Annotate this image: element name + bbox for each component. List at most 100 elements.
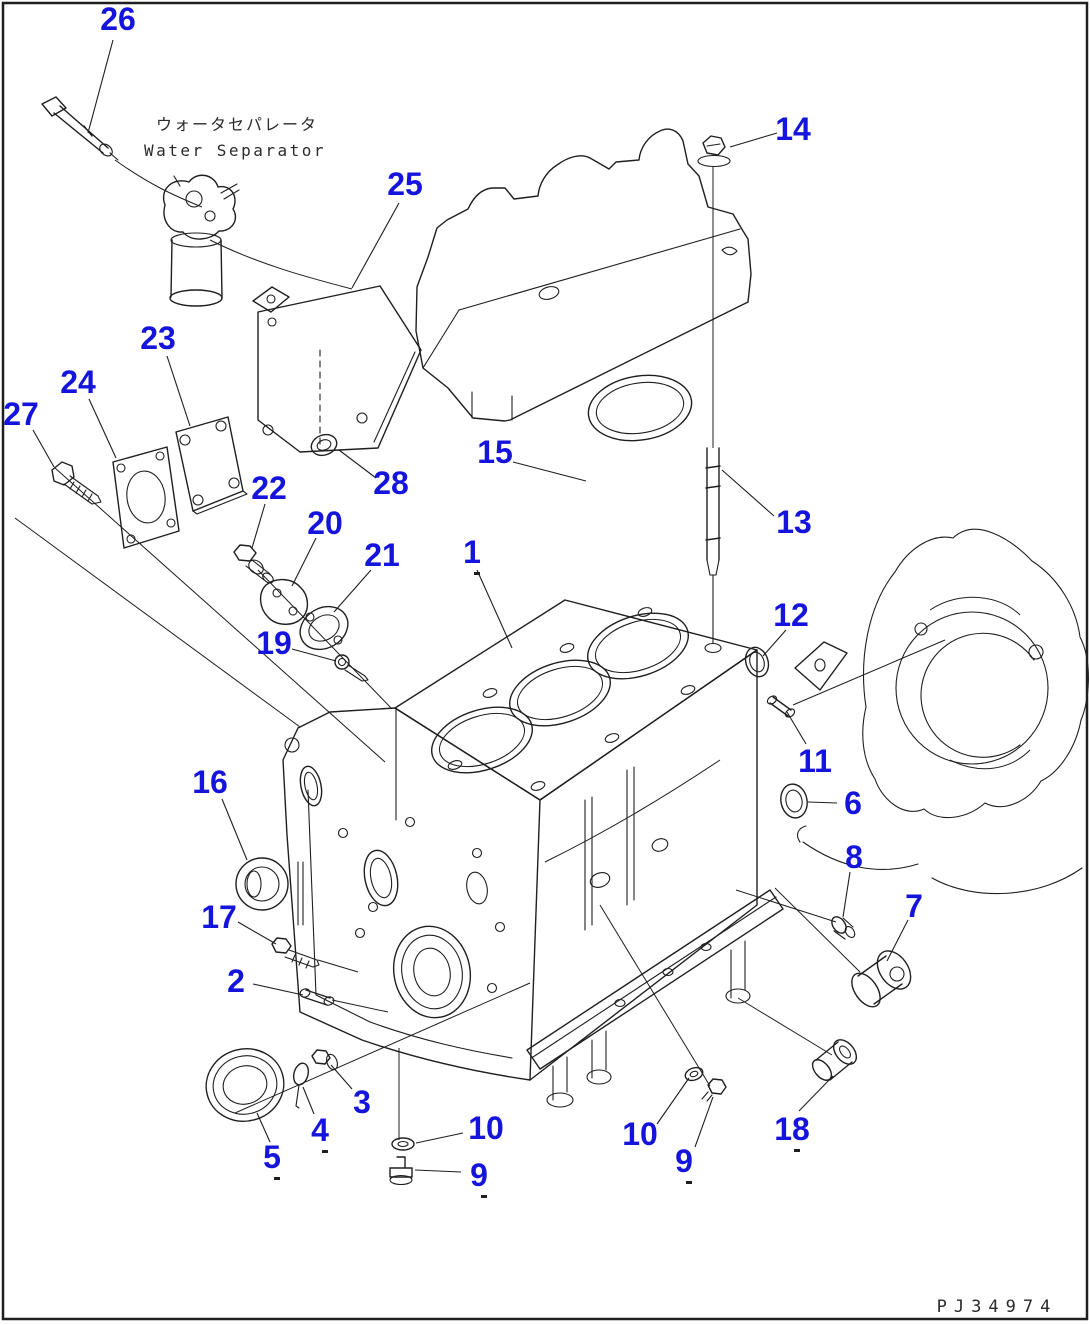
callout-20: 20 <box>307 505 343 541</box>
leader-line-26 <box>87 39 114 134</box>
leader-line-12 <box>762 629 787 657</box>
callout-tick-5 <box>274 1177 280 1180</box>
callout-tick-9 <box>481 1195 487 1198</box>
callout-tick-1 <box>474 572 480 575</box>
leader-line-15 <box>512 461 587 482</box>
water-separator-label-en: Water Separator <box>144 141 326 160</box>
leader-line-14 <box>729 132 778 148</box>
leader-line-28 <box>338 449 377 479</box>
callout-26: 26 <box>100 1 136 37</box>
callout-tick-18 <box>794 1149 800 1152</box>
callout-2: 2 <box>227 963 245 999</box>
callout-1: 1 <box>463 534 481 570</box>
leader-line-13 <box>721 469 775 517</box>
cover-plate <box>175 416 248 515</box>
leader-line-3 <box>330 1064 353 1090</box>
leader-line-5 <box>256 1112 271 1143</box>
callout-8: 8 <box>845 839 863 875</box>
drain-plug-rear <box>701 1078 727 1102</box>
head-cover-o-ring <box>587 374 693 442</box>
cover-screw <box>334 654 369 682</box>
threaded-plug <box>51 461 102 505</box>
drawing-code: PJ34974 <box>937 1297 1058 1317</box>
leader-line-19 <box>291 648 337 662</box>
callout-14: 14 <box>775 111 811 147</box>
callout-15: 15 <box>477 434 513 470</box>
callout-10: 10 <box>622 1116 658 1152</box>
water-separator <box>162 174 353 307</box>
callout-21: 21 <box>364 537 400 573</box>
callout-25: 25 <box>387 166 423 202</box>
water-separator-sensor-probe <box>41 96 203 208</box>
callout-5: 5 <box>263 1139 281 1175</box>
leader-line-9 <box>414 1169 462 1173</box>
leader-line-25 <box>351 202 400 289</box>
construction-lines <box>14 467 946 1140</box>
callout-4: 4 <box>311 1112 329 1148</box>
callout-10: 10 <box>468 1110 504 1146</box>
callout-27: 27 <box>3 396 39 432</box>
leader-line-10 <box>415 1132 464 1144</box>
leader-line-24 <box>88 398 117 459</box>
cylinder-block <box>282 599 758 1081</box>
callout-23: 23 <box>140 320 176 356</box>
callout-24: 24 <box>60 364 96 400</box>
oil-pan-rail <box>526 889 784 1108</box>
callout-6: 6 <box>844 785 862 821</box>
drain-plug-washer-front <box>391 1137 415 1151</box>
leader-line-7 <box>886 919 909 962</box>
callout-22: 22 <box>251 470 287 506</box>
callout-9: 9 <box>675 1143 693 1179</box>
leader-line-18 <box>798 1075 834 1112</box>
leader-line-10 <box>656 1077 690 1125</box>
crankshaft-front-seal <box>205 1048 285 1122</box>
callout-3: 3 <box>353 1084 371 1120</box>
leader-line-27 <box>32 429 55 468</box>
oil-pressure-plug <box>811 1039 858 1081</box>
callout-19: 19 <box>256 625 292 661</box>
leader-line-8 <box>842 871 851 918</box>
cup-plug-small <box>831 916 856 940</box>
callout-7: 7 <box>905 888 923 924</box>
cap-bolt <box>271 937 320 969</box>
leader-line-23 <box>166 355 191 427</box>
leader-line-11 <box>786 711 807 745</box>
callout-18: 18 <box>774 1111 810 1147</box>
leader-line-22 <box>251 503 266 549</box>
dipstick <box>704 166 722 654</box>
camshaft-cap <box>235 857 289 911</box>
tachometer-cover <box>259 578 309 625</box>
leader-line-17 <box>237 921 277 945</box>
callout-17: 17 <box>201 899 237 935</box>
dowel-pin <box>299 988 335 1006</box>
rear-seal-ring <box>780 783 808 819</box>
cup-plug-large <box>851 950 912 1008</box>
callout-11: 11 <box>798 743 832 779</box>
leader-line-1 <box>476 569 513 649</box>
grommet <box>310 433 338 457</box>
callout-13: 13 <box>776 504 812 540</box>
leader-line-21 <box>333 569 372 613</box>
callout-28: 28 <box>373 465 409 501</box>
leader-line-2 <box>252 983 304 996</box>
leader-line-9 <box>694 1096 714 1148</box>
callout-16: 16 <box>192 764 228 800</box>
head-cover-bolt <box>697 135 731 168</box>
flywheel-housing <box>794 528 1089 895</box>
cylinder-head-cover <box>415 128 752 422</box>
leader-line-6 <box>807 801 838 804</box>
callout-tick-4 <box>322 1150 328 1153</box>
leader-line-16 <box>221 798 248 861</box>
callout-labels: 2625141513112116871810910954321716192120… <box>3 1 923 1198</box>
water-separator-label-jp: ウォータセパレータ <box>156 115 318 134</box>
water-separator-bracket <box>252 285 422 453</box>
callout-12: 12 <box>773 597 809 633</box>
drain-plug-front <box>389 1156 413 1186</box>
leader-line-4 <box>302 1086 315 1115</box>
housing-stud <box>766 695 796 718</box>
callout-tick-9 <box>686 1181 692 1184</box>
cover-gasket <box>112 446 180 549</box>
